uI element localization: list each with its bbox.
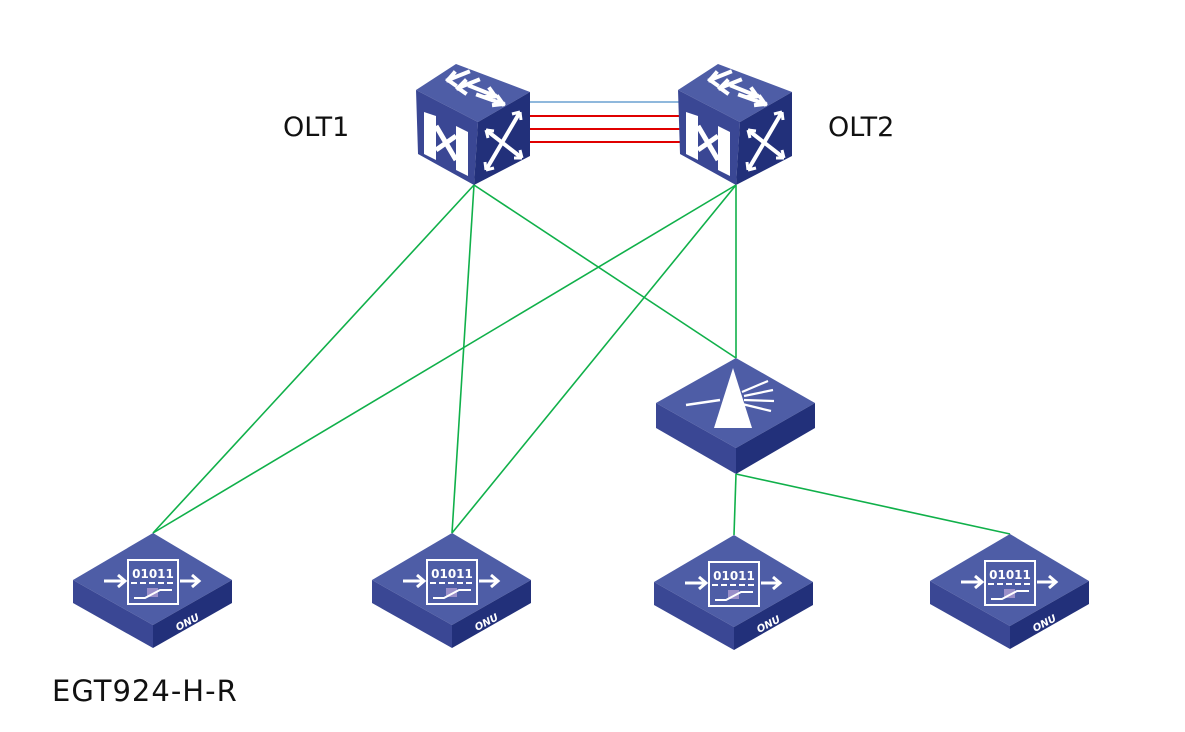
- onu-binary-text: 01011: [713, 569, 755, 583]
- arrow-out-icon: [180, 573, 202, 589]
- slab-top-face: [73, 533, 232, 625]
- slab-right-face: [736, 403, 815, 474]
- switch-block: [446, 588, 457, 597]
- glyph-cross: [695, 124, 721, 162]
- arrow-glyph: [445, 69, 471, 88]
- glyph-bar: [686, 112, 698, 160]
- slab-top-face: [372, 533, 531, 625]
- switch-block: [728, 590, 739, 599]
- beam-in: [685, 398, 721, 407]
- slab-left-face: [654, 582, 734, 650]
- cube-top-face: [678, 64, 792, 122]
- link-olt2-onu1: [152, 184, 737, 534]
- onu-binary-text: 01011: [132, 567, 174, 581]
- slab-top-face: [654, 535, 813, 627]
- slab-right-face: [734, 582, 813, 650]
- link-olt1-splitter: [473, 184, 737, 359]
- glyph-arrowheads: [745, 110, 786, 172]
- onu-binary-text: 01011: [431, 567, 473, 581]
- glyph-bar: [424, 112, 436, 160]
- olt1-switch-icon[interactable]: [416, 64, 530, 185]
- slab-left-face: [372, 580, 452, 648]
- cube-top-face: [416, 64, 530, 122]
- arrow-out-icon: [761, 575, 783, 591]
- switch-line: [134, 589, 172, 599]
- glyph-cross-arrows: [746, 110, 786, 172]
- panel-frame: [708, 561, 760, 607]
- arrow-in-icon: [403, 573, 427, 589]
- slab-right-face: [452, 580, 531, 648]
- glyph-bar: [456, 126, 468, 176]
- links-layer: [152, 101, 1011, 536]
- slab-left-face: [73, 580, 153, 648]
- onu-binary-text: 01011: [989, 568, 1031, 582]
- arrow-glyph: [475, 92, 506, 108]
- arrow-out-icon: [1037, 574, 1059, 590]
- slab-right-face: [1010, 581, 1089, 649]
- switch-line: [991, 590, 1029, 600]
- slab-left-face: [930, 581, 1010, 649]
- panel-frame: [426, 559, 478, 605]
- olt1-label: OLT1: [283, 112, 350, 143]
- arrow-glyph: [455, 77, 481, 96]
- splitter-optical-splitter-icon[interactable]: [656, 358, 815, 474]
- olt2-switch-icon[interactable]: [678, 64, 792, 185]
- arrow-out-icon: [479, 573, 501, 589]
- link-olt1-onu1: [152, 184, 475, 534]
- glyph-arrowheads: [483, 110, 524, 172]
- link-olt1-onu2: [451, 184, 475, 534]
- switch-block: [147, 588, 158, 597]
- panel-frame: [127, 559, 179, 605]
- arrow-in-icon: [104, 573, 128, 589]
- switch-line: [433, 589, 471, 599]
- prism-glyph: [714, 368, 752, 428]
- link-splitter-onu3: [733, 473, 737, 536]
- glyph-bar: [718, 126, 730, 176]
- slab-top-face: [930, 534, 1089, 626]
- slab-right-face: [153, 580, 232, 648]
- arrow-glyph: [707, 69, 733, 88]
- panel-frame: [984, 560, 1036, 606]
- glyph-cross: [433, 124, 459, 162]
- link-olt2-onu2: [451, 184, 737, 534]
- link-splitter-onu4: [735, 473, 1011, 535]
- switch-line: [715, 591, 753, 601]
- arrow-in-icon: [961, 574, 985, 590]
- switch-block: [1004, 589, 1015, 598]
- beams-out: [741, 379, 775, 413]
- arrow-glyph: [737, 92, 768, 108]
- arrow-in-icon: [685, 575, 709, 591]
- slab-left-face: [656, 403, 736, 474]
- glyph-cross-arrows: [484, 110, 524, 172]
- arrow-glyph: [717, 77, 743, 96]
- olt2-label: OLT2: [828, 112, 895, 143]
- onu1-label: EGT924-H-R: [52, 674, 238, 708]
